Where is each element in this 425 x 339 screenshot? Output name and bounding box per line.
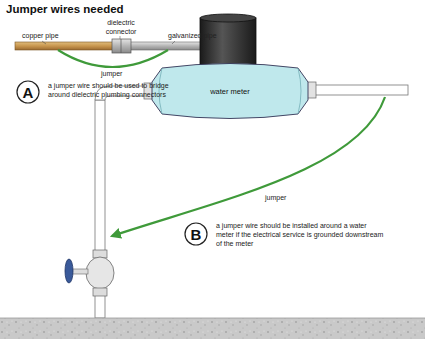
callout-circle: A — [16, 80, 40, 104]
part-label: galvanized pipe — [168, 32, 217, 41]
part-label: copper pipe — [22, 32, 59, 41]
callout-circle: B — [184, 222, 208, 246]
callout-letter: B — [184, 222, 208, 246]
callout-letter: A — [16, 80, 40, 104]
note-text: a jumper wire should be installed around… — [216, 222, 386, 248]
wire-label: jumper — [100, 70, 123, 79]
wire-label: jumper — [264, 194, 287, 203]
note-text: a jumper wire should be used to bridge a… — [48, 82, 186, 100]
title: Jumper wires needed — [6, 2, 124, 16]
water-meter: water meter — [150, 62, 310, 120]
meter-label: water meter — [150, 62, 310, 120]
part-label: dielectric connector — [100, 19, 142, 37]
